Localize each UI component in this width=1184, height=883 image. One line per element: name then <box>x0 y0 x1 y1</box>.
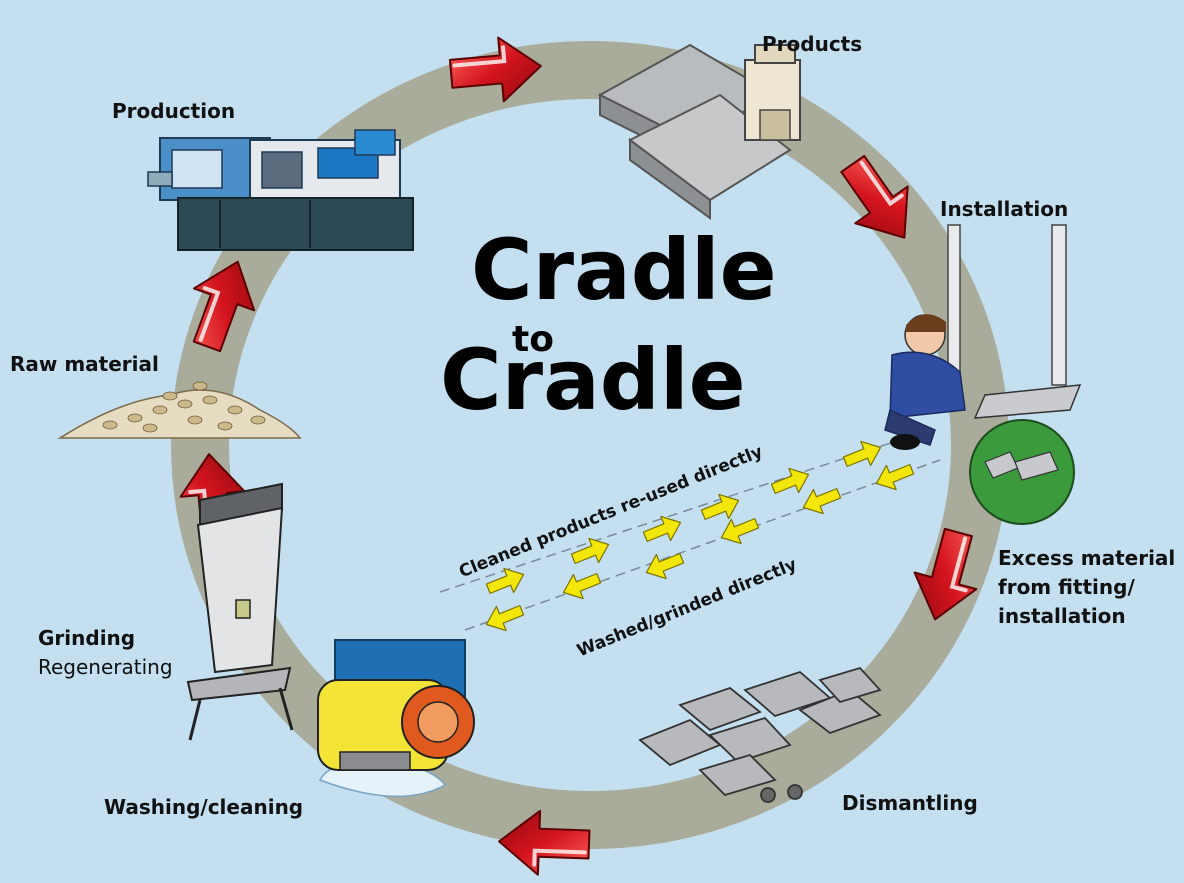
label-products: Products <box>762 32 863 56</box>
label-washing-cleaning: Washing/cleaning <box>104 795 304 819</box>
label-grinding: Grinding <box>38 626 136 650</box>
label-installation: Installation <box>940 197 1069 221</box>
label-regenerating: Regenerating <box>38 655 173 679</box>
label-production: Production <box>112 99 236 123</box>
label-dismantling: Dismantling <box>842 791 978 815</box>
grinding-machine-illustration <box>186 482 294 741</box>
reused-path <box>439 429 931 593</box>
diagram-title-connector: to <box>512 319 554 360</box>
grinded-path <box>464 459 941 631</box>
label-excess-line1: Excess material <box>998 546 1176 570</box>
diagram-title-line1: Cradle <box>471 221 777 319</box>
installation-worker-illustration <box>884 224 1082 525</box>
raw-material-pile-illustration <box>57 381 302 439</box>
production-machine-illustration <box>147 129 414 251</box>
diagram-title-line2: Cradle <box>440 331 746 429</box>
products-illustration <box>597 43 801 220</box>
reused-arrows <box>482 434 887 602</box>
dismantled-panels-illustration <box>638 666 882 803</box>
label-excess-line2: from fitting/ <box>998 575 1135 599</box>
label-raw-material: Raw material <box>10 352 159 376</box>
washing-machine-illustration <box>317 639 475 798</box>
label-excess-line3: installation <box>998 604 1126 628</box>
